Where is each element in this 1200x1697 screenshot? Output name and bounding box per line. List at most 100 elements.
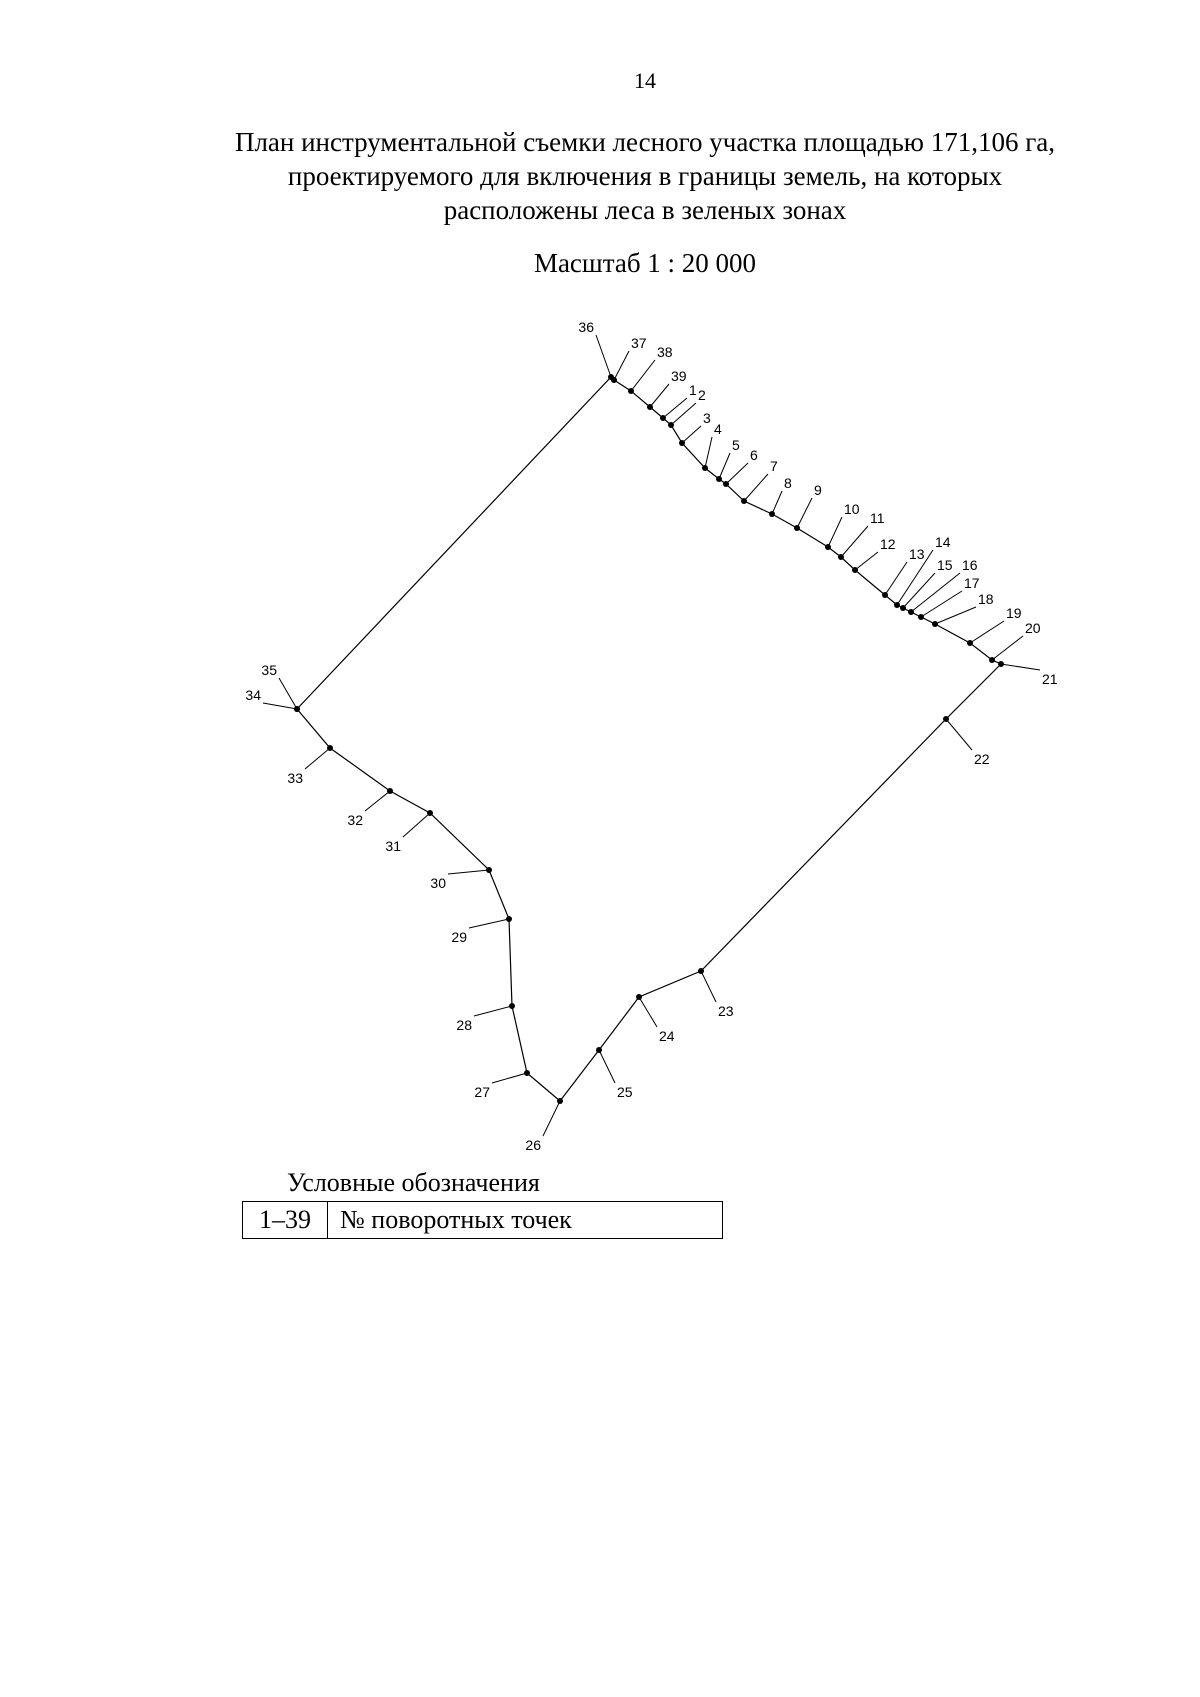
turning-point-31	[427, 810, 433, 816]
turning-point-32	[387, 788, 393, 794]
turning-point-7	[741, 498, 747, 504]
leader-line-5	[718, 452, 731, 480]
leader-line-3	[681, 425, 702, 444]
leader-line-27	[491, 1072, 528, 1084]
point-label-14: 14	[935, 534, 951, 550]
point-label-13: 13	[909, 546, 925, 562]
turning-point-24	[636, 994, 642, 1000]
point-label-31: 31	[385, 838, 401, 854]
turning-point-28	[509, 1003, 515, 1009]
turning-point-23	[698, 968, 704, 974]
point-label-38: 38	[657, 344, 673, 360]
turning-point-11	[838, 554, 844, 560]
leader-line-23	[700, 970, 717, 1003]
turning-point-37	[611, 377, 617, 383]
point-label-1: 1	[689, 382, 697, 398]
leader-line-32	[364, 790, 391, 812]
legend-description: № поворотных точек	[327, 1201, 723, 1239]
legend-row: 1–39 № поворотных точек	[242, 1201, 723, 1239]
document-title: План инструментальной съемки лесного уча…	[190, 125, 1100, 227]
turning-point-3	[679, 440, 685, 446]
point-label-8: 8	[784, 475, 792, 491]
leader-line-38	[630, 359, 656, 392]
leader-line-9	[796, 497, 813, 529]
turning-point-9	[794, 525, 800, 531]
turning-point-20	[989, 657, 995, 663]
leader-line-31	[402, 812, 431, 838]
leader-line-36	[595, 334, 612, 378]
point-label-4: 4	[714, 421, 722, 437]
leader-line-6	[725, 462, 749, 485]
leader-line-10	[827, 516, 843, 548]
turning-point-5	[716, 476, 722, 482]
leader-line-29	[468, 918, 510, 929]
point-label-5: 5	[732, 437, 740, 453]
point-label-33: 33	[287, 770, 303, 786]
point-label-17: 17	[964, 575, 980, 591]
leader-line-15	[902, 572, 936, 609]
leader-line-33	[304, 747, 331, 770]
leader-line-25	[598, 1049, 616, 1084]
turning-point-10	[825, 544, 831, 550]
legend-range: 1–39	[242, 1201, 328, 1239]
leader-line-13	[884, 561, 908, 596]
title-line-1: План инструментальной съемки лесного уча…	[234, 127, 1056, 157]
point-label-21: 21	[1042, 671, 1058, 687]
leader-line-1	[662, 397, 688, 419]
turning-point-1	[660, 415, 666, 421]
leader-line-12	[854, 551, 879, 571]
title-line-3: расположены леса в зеленых зонах	[443, 195, 847, 225]
point-label-26: 26	[525, 1137, 541, 1153]
turning-point-22	[943, 716, 949, 722]
point-label-2: 2	[698, 387, 706, 403]
point-label-10: 10	[844, 501, 860, 517]
legend-title: Условные обозначения	[287, 1168, 540, 1197]
point-label-23: 23	[718, 1003, 734, 1019]
point-label-6: 6	[750, 447, 758, 463]
leader-line-11	[840, 525, 869, 558]
leader-line-21	[1000, 663, 1041, 671]
turning-point-21	[998, 661, 1004, 667]
point-label-28: 28	[456, 1017, 472, 1033]
leader-line-17	[920, 590, 963, 618]
map-scale: Масштаб 1 : 20 000	[533, 248, 757, 278]
turning-point-16	[908, 609, 914, 615]
point-label-11: 11	[870, 510, 885, 526]
point-label-7: 7	[770, 458, 778, 474]
turning-point-29	[506, 916, 512, 922]
turning-point-17	[918, 614, 924, 620]
leader-line-19	[969, 620, 1005, 644]
point-label-16: 16	[962, 557, 978, 573]
point-label-19: 19	[1006, 605, 1022, 621]
point-label-30: 30	[430, 875, 446, 891]
point-label-27: 27	[474, 1084, 490, 1100]
point-label-35: 35	[261, 662, 277, 678]
title-line-2: проектируемого для включения в границы з…	[287, 161, 1003, 191]
point-label-36: 36	[578, 319, 594, 335]
point-label-25: 25	[617, 1084, 633, 1100]
leader-line-8	[771, 490, 783, 515]
turning-point-38	[628, 388, 634, 394]
leader-line-2	[670, 402, 697, 426]
turning-point-4	[702, 465, 708, 471]
turning-point-19	[967, 640, 973, 646]
leader-line-28	[473, 1005, 513, 1017]
leader-line-26	[542, 1100, 561, 1137]
turning-point-14	[894, 602, 900, 608]
turning-point-2	[668, 422, 674, 428]
point-label-39: 39	[671, 368, 687, 384]
parcel-boundary	[296, 376, 1003, 1102]
turning-point-18	[932, 621, 938, 627]
turning-point-25	[596, 1047, 602, 1053]
leader-line-4	[704, 436, 713, 469]
leader-line-18	[934, 606, 977, 625]
point-label-24: 24	[659, 1028, 675, 1044]
legend-table: 1–39 № поворотных точек	[242, 1201, 723, 1239]
leader-line-34	[262, 702, 298, 710]
point-label-22: 22	[974, 751, 990, 767]
point-label-18: 18	[978, 591, 994, 607]
point-label-34: 34	[245, 687, 261, 703]
point-label-9: 9	[814, 482, 822, 498]
leader-line-30	[447, 869, 490, 875]
